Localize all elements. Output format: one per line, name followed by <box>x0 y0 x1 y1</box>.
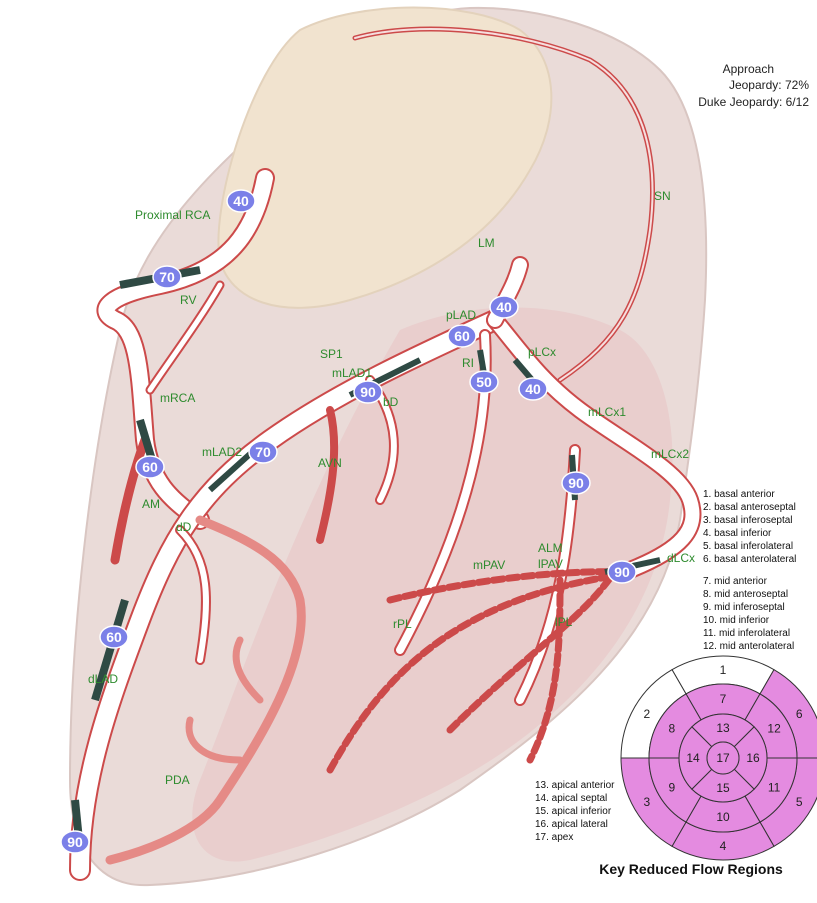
svg-text:60: 60 <box>106 629 122 645</box>
label-pda: PDA <box>165 773 190 787</box>
svg-text:90: 90 <box>568 475 584 491</box>
svg-text:60: 60 <box>142 459 158 475</box>
legend-item: 8. mid anteroseptal <box>703 589 788 600</box>
stenosis-badge[interactable]: 50 <box>470 371 498 393</box>
label-mlad2: mLAD2 <box>202 445 242 459</box>
bullseye-number: 15 <box>716 781 730 795</box>
label-mpav: mPAV <box>473 558 505 572</box>
bullseye-number: 12 <box>767 722 781 736</box>
bullseye-number: 17 <box>716 751 730 765</box>
jeopardy-info: Approach Jeopardy: 72% Duke Jeopardy: 6/… <box>698 62 809 109</box>
bullseye-number: 1 <box>720 663 727 677</box>
label-lpav: lPAV <box>538 557 563 571</box>
label-sn: SN <box>654 189 671 203</box>
label-dlcx: dLCx <box>667 551 695 565</box>
label-lm: LM <box>478 236 495 250</box>
stenosis-badge[interactable]: 40 <box>490 296 518 318</box>
svg-text:60: 60 <box>454 328 470 344</box>
legend-item: 13. apical anterior <box>535 780 615 791</box>
label-dlad: dLAD <box>88 672 118 686</box>
legend-item: 16. apical lateral <box>535 819 608 830</box>
bullseye-number: 4 <box>720 839 727 853</box>
bullseye-number: 13 <box>716 721 730 735</box>
legend-item: 7. mid anterior <box>703 576 768 587</box>
label-am: AM <box>142 497 160 511</box>
bullseye-number: 8 <box>669 722 676 736</box>
bullseye-number: 3 <box>643 795 650 809</box>
stenosis-badge[interactable]: 40 <box>519 378 547 400</box>
label-avn: AVN <box>318 456 342 470</box>
svg-text:70: 70 <box>255 444 271 460</box>
label-mlcx1: mLCx1 <box>588 405 626 419</box>
approach-label: Approach <box>723 62 774 76</box>
label-mlad1: mLAD1 <box>332 366 372 380</box>
legend-item: 11. mid inferolateral <box>703 628 790 639</box>
bullseye-number: 7 <box>720 692 727 706</box>
legend-item: 14. apical septal <box>535 793 607 804</box>
svg-text:90: 90 <box>360 384 376 400</box>
svg-text:40: 40 <box>233 193 249 209</box>
stenosis-badge[interactable]: 60 <box>448 325 476 347</box>
stenosis-badge[interactable]: 90 <box>61 831 89 853</box>
svg-text:50: 50 <box>476 374 492 390</box>
label-ri: RI <box>462 356 474 370</box>
stenosis-badge[interactable]: 70 <box>249 441 277 463</box>
duke-jeopardy: Duke Jeopardy: 6/12 <box>698 95 809 109</box>
stenosis-badge[interactable]: 90 <box>608 561 636 583</box>
label-proximal-rca: Proximal RCA <box>135 208 210 222</box>
label-bd: bD <box>383 395 399 409</box>
bullseye-number: 10 <box>716 810 730 824</box>
approach-jeopardy: Jeopardy: 72% <box>729 78 809 92</box>
stenosis-badge[interactable]: 60 <box>100 626 128 648</box>
svg-text:90: 90 <box>67 834 83 850</box>
legend-apical: 13. apical anterior 14. apical septal 15… <box>535 780 615 843</box>
svg-text:40: 40 <box>496 299 512 315</box>
bullseye-number: 6 <box>796 707 803 721</box>
label-rv: RV <box>180 293 196 307</box>
legend-item: 17. apex <box>535 832 573 843</box>
stenosis-badge[interactable]: 70 <box>153 266 181 288</box>
legend-item: 1. basal anterior <box>703 489 775 500</box>
label-mrca: mRCA <box>160 391 195 405</box>
legend-item: 5. basal inferolateral <box>703 541 793 552</box>
bullseye-number: 9 <box>669 781 676 795</box>
stenosis-badge[interactable]: 90 <box>354 381 382 403</box>
label-mlcx2: mLCx2 <box>651 447 689 461</box>
label-plcx: pLCx <box>528 345 556 359</box>
legend-item: 9. mid inferoseptal <box>703 602 785 613</box>
legend-item: 10. mid inferior <box>703 615 770 626</box>
legend-item: 2. basal anteroseptal <box>703 502 796 513</box>
svg-text:40: 40 <box>525 381 541 397</box>
label-rpl: rPL <box>393 617 412 631</box>
bullseye-number: 2 <box>643 707 650 721</box>
figure-title: Key Reduced Flow Regions <box>599 861 783 877</box>
bullseye-number: 16 <box>746 751 760 765</box>
svg-text:70: 70 <box>159 269 175 285</box>
label-sp1: SP1 <box>320 347 343 361</box>
label-lpl: lPL <box>555 615 573 629</box>
stenosis-badge[interactable]: 60 <box>136 456 164 478</box>
heart-silhouette <box>70 8 706 886</box>
bullseye-number: 14 <box>686 751 700 765</box>
legend-item: 4. basal inferior <box>703 528 772 539</box>
legend-item: 12. mid anterolateral <box>703 641 794 652</box>
label-plad: pLAD <box>446 308 476 322</box>
stenosis-badge[interactable]: 90 <box>562 472 590 494</box>
legend-basal-mid: 1. basal anterior 2. basal anteroseptal … <box>703 489 796 652</box>
bullseye-number: 11 <box>768 781 781 795</box>
svg-text:90: 90 <box>614 564 630 580</box>
bullseye-number: 5 <box>796 795 803 809</box>
stenosis-badge[interactable]: 40 <box>227 190 255 212</box>
legend-item: 6. basal anterolateral <box>703 554 796 565</box>
label-dd: dD <box>176 520 192 534</box>
legend-item: 3. basal inferoseptal <box>703 515 793 526</box>
label-alm: ALM <box>538 541 563 555</box>
legend-item: 15. apical inferior <box>535 806 612 817</box>
